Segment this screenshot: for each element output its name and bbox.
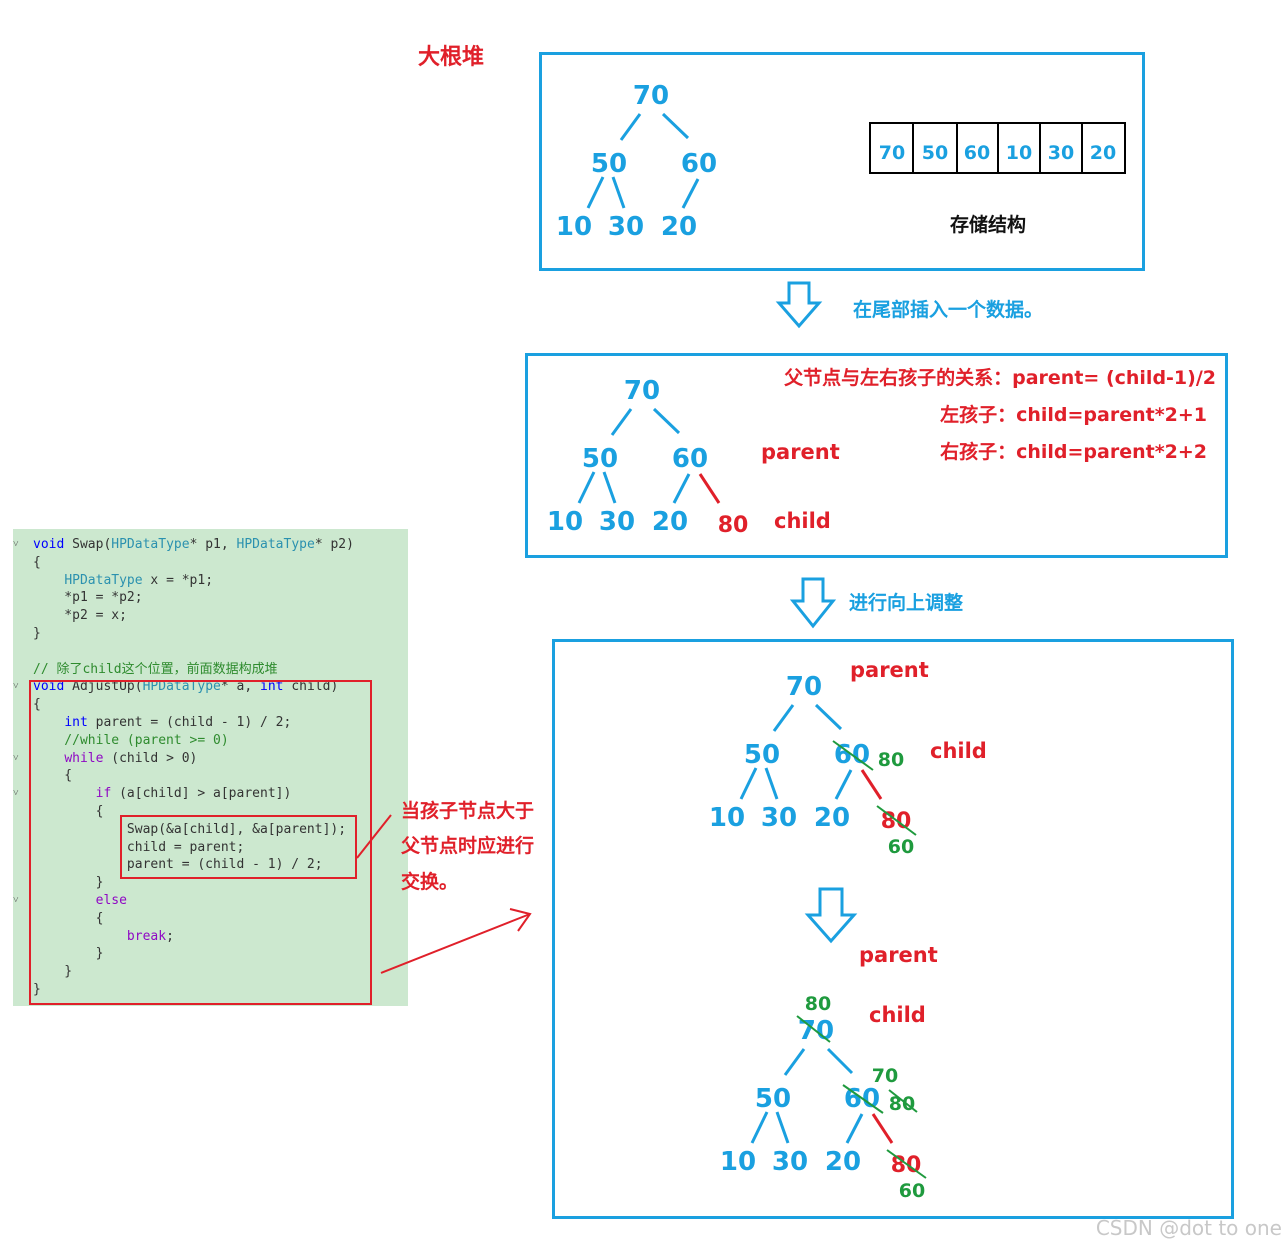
code-line: void Swap(HPDataType* p1, HPDataType* p2… — [33, 537, 354, 552]
code-line: if (a[child] > a[parent]) — [95, 786, 292, 802]
tree4-left: 50 — [755, 1084, 791, 1114]
fold-toggle-icon[interactable]: ˅ — [13, 752, 19, 764]
code-line: HPDataType x = *p1; — [64, 572, 214, 588]
array-cell-0: 70 — [879, 142, 905, 164]
code-line: } — [33, 875, 104, 891]
array-cell-3: 10 — [1006, 142, 1032, 164]
tree4-child-label: child — [869, 1003, 926, 1027]
code-line: } — [33, 964, 73, 980]
code-line: void AdjustUp(HPDataType* a, int child) — [33, 679, 339, 695]
fold-toggle-icon[interactable]: ˅ — [13, 788, 19, 800]
down-arrow-3 — [804, 887, 858, 944]
swap-note-connector — [356, 814, 392, 859]
code-line: { — [33, 910, 104, 926]
tree2-root: 70 — [624, 376, 660, 406]
code-line: //while (parent >= 0) — [33, 732, 229, 748]
fold-toggle-icon[interactable]: ˅ — [13, 895, 19, 906]
tree3-parent-label: parent — [850, 658, 929, 682]
tree3-lr: 30 — [761, 803, 797, 833]
code-line: else — [95, 893, 127, 908]
relation-line-1: 父节点与左右孩子的关系：parent= (child-1)/2 — [783, 366, 1216, 389]
swap-note-1: 当孩子节点大于 — [401, 799, 534, 822]
tree2-ll: 10 — [547, 507, 583, 537]
code-line: break; — [126, 928, 174, 944]
code-line: *p1 = *p2; — [33, 590, 143, 606]
code-line: { — [33, 804, 104, 819]
watermark: CSDN @dot to one — [1095, 1216, 1282, 1240]
relation-line-2: 左孩子：child=parent*2+1 — [940, 403, 1207, 426]
storage-label: 存储结构 — [950, 213, 1026, 236]
tree4-new-replacement: 60 — [899, 1180, 925, 1202]
tree4-lr: 30 — [772, 1147, 808, 1177]
tree3-ll: 10 — [709, 803, 745, 833]
heap-box-2 — [525, 353, 1228, 558]
array-cell-5: 20 — [1090, 142, 1116, 164]
code-line: while (child > 0) — [64, 750, 198, 766]
step1-label: 在尾部插入一个数据。 — [853, 298, 1043, 321]
adjustup-highlight-box — [29, 680, 372, 1005]
array-cell-1: 50 — [922, 142, 948, 164]
tree-1: 70 50 60 10 30 20 — [556, 81, 717, 242]
fold-toggle-icon[interactable]: ˅ — [13, 539, 19, 550]
down-arrow-1 — [775, 281, 823, 329]
tree3-root: 70 — [786, 672, 822, 702]
array-storage: 70 50 60 10 30 20 — [869, 122, 1126, 174]
swap-note-3: 交换。 — [401, 870, 458, 893]
tree2-parent-label: parent — [761, 440, 840, 464]
tree3-right-replacement: 80 — [878, 749, 904, 771]
tree4-root-replacement: 80 — [805, 993, 831, 1015]
code-line: Swap(&a[child], &a[parent]); — [33, 821, 347, 837]
code-line: { — [33, 697, 41, 713]
code-line: } — [33, 982, 41, 997]
title: 大根堆 — [418, 45, 484, 70]
fold-toggle-icon[interactable]: ˅ — [13, 681, 19, 693]
tree1-rl: 20 — [661, 212, 697, 242]
tree1-right: 60 — [681, 149, 717, 179]
tree3-rl: 20 — [814, 803, 850, 833]
swap-note-2: 父节点时应进行 — [400, 834, 534, 857]
tree4-right-replacement-2: 80 — [889, 1093, 915, 1115]
tree1-left: 50 — [591, 149, 627, 179]
code-line: { — [33, 768, 73, 784]
code-line: } — [33, 626, 41, 641]
code-line: *p2 = x; — [33, 608, 127, 624]
tree1-edges — [586, 112, 700, 209]
tree2-child-label: child — [774, 509, 831, 533]
tree4-right-replacement-1: 70 — [872, 1065, 898, 1087]
pointer-arrow — [380, 908, 532, 974]
tree2-lr: 30 — [599, 507, 635, 537]
tree2-new-node: 80 — [718, 513, 749, 538]
tree1-root: 70 — [633, 81, 669, 111]
code-line: { — [33, 554, 41, 570]
tree3-child-label: child — [930, 739, 987, 763]
relation-line-3: 右孩子：child=parent*2+2 — [939, 440, 1207, 463]
code-line: int parent = (child - 1) / 2; — [64, 715, 292, 730]
array-cell-4: 30 — [1048, 142, 1074, 164]
tree3-left: 50 — [744, 740, 780, 770]
tree2-left: 50 — [582, 444, 618, 474]
tree4-ll: 10 — [720, 1147, 756, 1177]
code-line: parent = (child - 1) / 2; — [33, 857, 323, 873]
tree3-new-replacement: 60 — [888, 836, 914, 858]
down-arrow-2 — [789, 577, 837, 629]
tree2-rl: 20 — [652, 507, 688, 537]
tree2-right: 60 — [672, 444, 708, 474]
heap-box-1 — [539, 52, 1145, 271]
tree4-parent-label: parent — [859, 943, 938, 967]
code-line: // 除了child这个位置，前面数据构成堆 — [33, 661, 278, 677]
code-panel — [13, 529, 408, 1006]
code-line: } — [33, 946, 104, 962]
tree1-ll: 10 — [556, 212, 592, 242]
array-cell-2: 60 — [964, 142, 990, 164]
tree4-rl: 20 — [825, 1147, 861, 1177]
tree1-lr: 30 — [608, 212, 644, 242]
step2-label: 进行向上调整 — [849, 591, 963, 614]
swap-highlight-box — [120, 815, 357, 879]
heap-box-3 — [552, 639, 1234, 1219]
code-line: child = parent; — [33, 839, 245, 855]
